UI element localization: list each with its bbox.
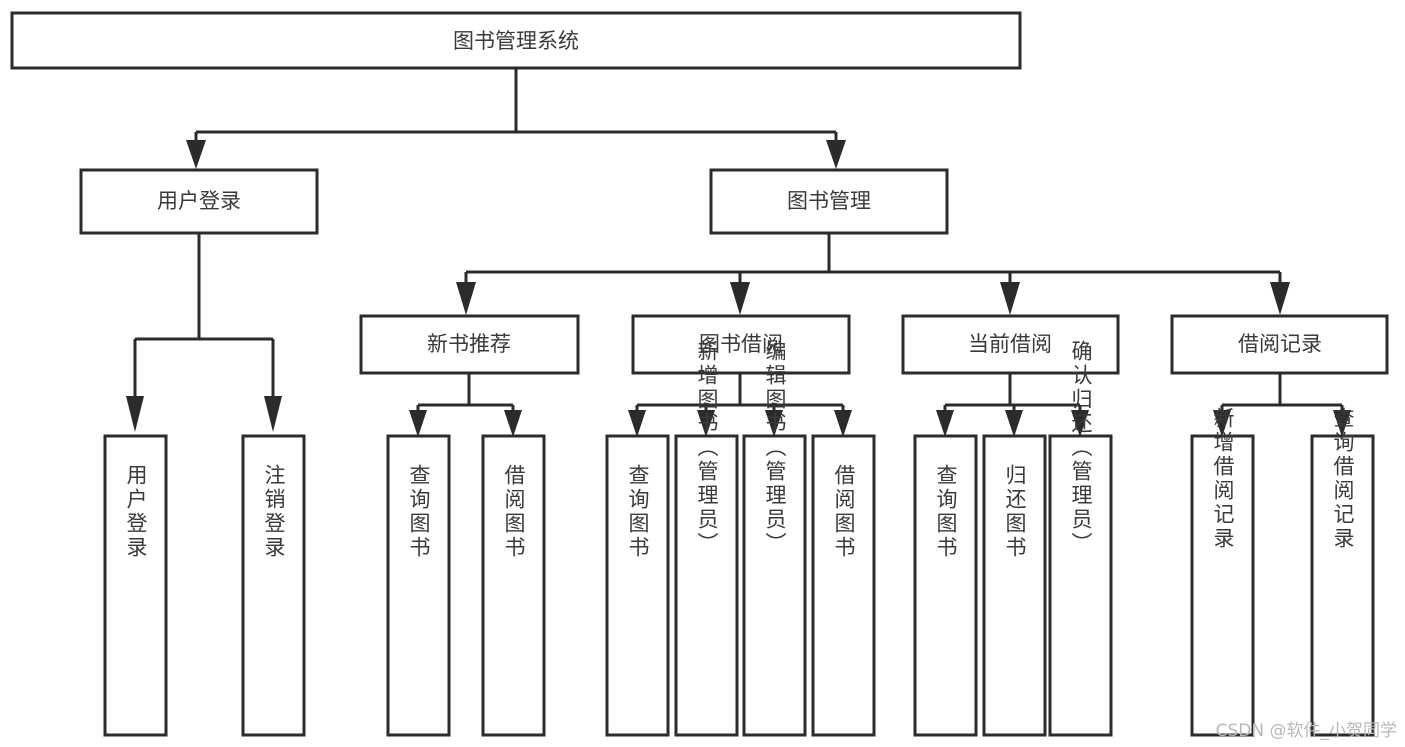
node-leaf-add-book-label: 新增图书（管理员）	[695, 340, 719, 556]
node-leaf-query-book-1[interactable]: 查询图书	[386, 434, 451, 737]
arrow-to-leaf-query-book-2	[628, 410, 646, 437]
arrow-to-leaf-user-login	[126, 396, 144, 432]
node-book-manage-box[interactable]	[709, 168, 949, 235]
node-leaf-return-book-box[interactable]	[982, 434, 1047, 737]
node-leaf-query-book-1-box[interactable]	[386, 434, 451, 737]
arrow-to-user-login	[186, 140, 206, 169]
arrow-to-leaf-add-record	[1213, 410, 1231, 437]
node-leaf-logout-label: 注销登录	[262, 464, 286, 560]
node-leaf-query-book-2-label: 查询图书	[626, 464, 650, 560]
node-new-book-rec-label: 新书推荐	[427, 332, 511, 356]
node-leaf-borrow-book-2[interactable]: 借阅图书	[811, 434, 876, 737]
node-leaf-borrow-book-1-box[interactable]	[481, 434, 546, 737]
node-leaf-borrow-book-1[interactable]: 借阅图书	[481, 434, 546, 737]
node-user-login-label: 用户登录	[157, 189, 241, 213]
arrow-to-leaf-query-record	[1333, 410, 1351, 437]
node-borrow-record-label: 借阅记录	[1238, 332, 1322, 356]
node-leaf-return-book-label: 归还图书	[1003, 464, 1027, 560]
arrow-to-book-manage	[826, 140, 846, 169]
connector-bookborrow-to-leaves	[628, 374, 852, 437]
node-leaf-query-book-2-box[interactable]	[605, 434, 670, 737]
arrow-to-leaf-edit-book	[765, 410, 783, 437]
node-leaf-confirm-return-box[interactable]	[1048, 434, 1113, 737]
node-book-borrow-label: 图书借阅	[699, 332, 783, 356]
node-leaf-query-record-label: 查询借阅记录	[1331, 407, 1355, 551]
node-book-manage-label: 图书管理	[787, 189, 871, 213]
arrow-to-leaf-return-book	[1005, 410, 1023, 437]
connector-borrowrecord-to-leaves	[1213, 374, 1351, 437]
node-leaf-logout[interactable]: 注销登录	[241, 434, 306, 737]
node-leaf-confirm-return-label: 确认归还（管理员）	[1069, 340, 1093, 556]
node-leaf-query-book-1-label: 查询图书	[407, 464, 431, 560]
node-leaf-query-book-3-label: 查询图书	[934, 464, 958, 560]
connector-newbookrec-to-leaves	[409, 374, 522, 437]
node-borrow-record-box[interactable]	[1170, 314, 1389, 375]
connector-userlogin-to-leaves	[126, 234, 282, 432]
connector-root-to-level2	[186, 68, 846, 169]
node-user-login-box[interactable]	[79, 168, 319, 235]
arrow-to-leaf-logout	[264, 396, 282, 432]
arrow-to-new-book-rec	[456, 282, 476, 315]
arrow-to-leaf-query-book-3	[936, 410, 954, 437]
node-root[interactable]: 图书管理系统	[10, 11, 1022, 70]
arrow-to-current-borrow	[1000, 282, 1020, 315]
node-new-book-rec-box[interactable]	[359, 314, 580, 375]
node-current-borrow[interactable]: 当前借阅	[901, 314, 1120, 375]
node-leaf-user-login-box[interactable]	[103, 434, 168, 737]
node-leaf-query-book-2[interactable]: 查询图书	[605, 434, 670, 737]
node-book-borrow-box[interactable]	[631, 314, 851, 375]
node-leaf-add-book-box[interactable]	[674, 434, 739, 737]
node-leaf-query-book-3[interactable]: 查询图书	[913, 434, 978, 737]
arrow-to-leaf-borrow-book-1	[504, 410, 522, 437]
node-leaf-edit-book-box[interactable]	[742, 434, 807, 737]
node-borrow-record[interactable]: 借阅记录	[1170, 314, 1389, 375]
node-leaf-user-login[interactable]: 用户登录	[103, 434, 168, 737]
node-leaf-logout-box[interactable]	[241, 434, 306, 737]
arrow-to-leaf-query-book-1	[409, 410, 427, 437]
node-root-box[interactable]	[10, 11, 1022, 70]
node-root-label: 图书管理系统	[453, 29, 579, 53]
node-current-borrow-box[interactable]	[901, 314, 1120, 375]
node-leaf-edit-book-label: 编辑图书（管理员）	[763, 340, 787, 556]
connector-bookmanage-to-level3	[456, 234, 1290, 315]
node-book-borrow[interactable]: 图书借阅	[631, 314, 851, 375]
node-leaf-edit-book[interactable]: 编辑图书（管理员）	[742, 340, 807, 737]
node-leaf-user-login-label: 用户登录	[124, 464, 148, 560]
node-leaf-borrow-book-1-label: 借阅图书	[502, 464, 526, 560]
node-leaf-add-record-box[interactable]	[1190, 434, 1255, 737]
arrow-to-borrow-record	[1270, 282, 1290, 315]
node-leaf-add-book[interactable]: 新增图书（管理员）	[674, 340, 739, 737]
node-leaf-borrow-book-2-box[interactable]	[811, 434, 876, 737]
node-leaf-borrow-book-2-label: 借阅图书	[832, 464, 856, 560]
arrow-to-book-borrow	[730, 282, 750, 315]
node-new-book-rec[interactable]: 新书推荐	[359, 314, 580, 375]
node-leaf-return-book[interactable]: 归还图书	[982, 434, 1047, 737]
node-book-manage[interactable]: 图书管理	[709, 168, 949, 235]
node-leaf-query-record[interactable]: 查询借阅记录	[1310, 407, 1375, 737]
node-current-borrow-label: 当前借阅	[968, 332, 1052, 356]
arrow-to-leaf-confirm-return	[1071, 410, 1089, 437]
node-leaf-add-record[interactable]: 新增借阅记录	[1190, 407, 1255, 737]
node-leaf-query-book-3-box[interactable]	[913, 434, 978, 737]
node-user-login[interactable]: 用户登录	[79, 168, 319, 235]
connector-currentborrow-to-leaves	[936, 374, 1089, 437]
node-leaf-query-record-box[interactable]	[1310, 434, 1375, 737]
node-leaf-add-record-label: 新增借阅记录	[1211, 407, 1235, 551]
arrow-to-leaf-add-book	[697, 410, 715, 437]
node-leaf-confirm-return[interactable]: 确认归还（管理员）	[1048, 340, 1113, 737]
arrow-to-leaf-borrow-book-2	[834, 410, 852, 437]
